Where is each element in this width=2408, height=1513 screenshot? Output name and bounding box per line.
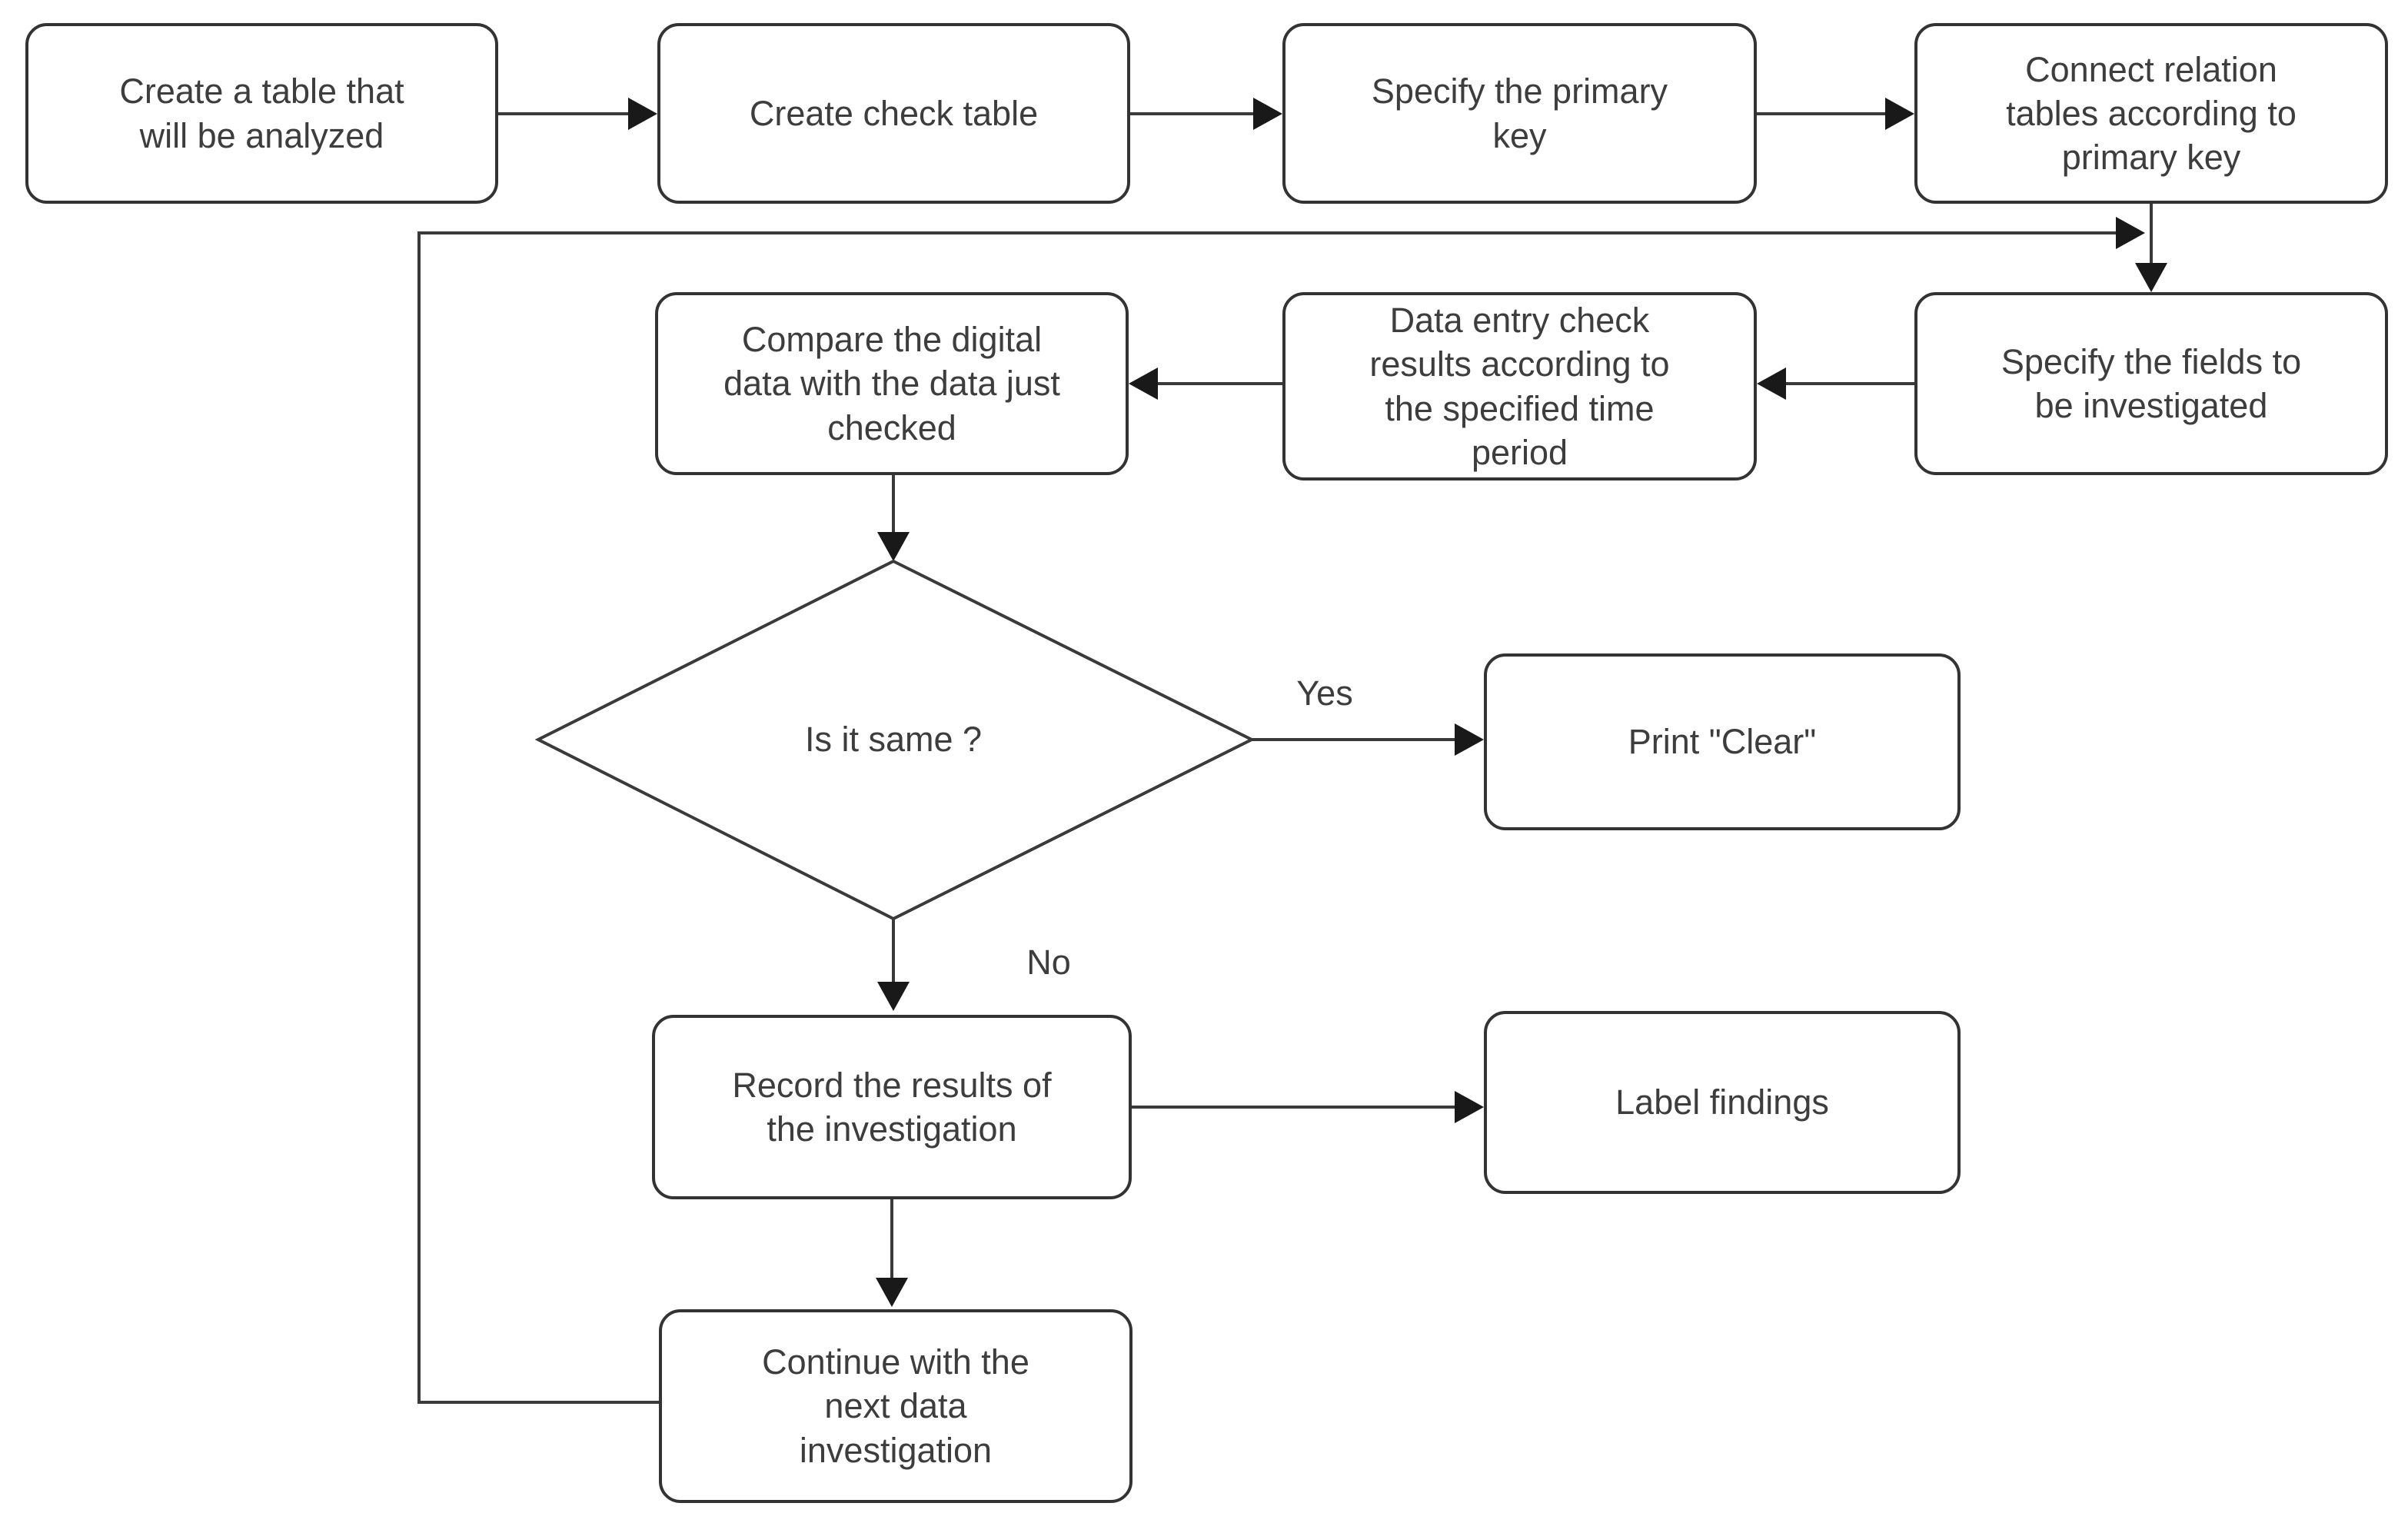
node-specify-primary-key-label: Specify the primary key: [1371, 71, 1668, 155]
edge-loop-back: [417, 231, 2118, 1404]
node-create-check-table: Create check table: [657, 23, 1130, 204]
node-label-findings: Label findings: [1484, 1011, 1961, 1194]
arrowhead-no-to-record: [877, 982, 910, 1011]
arrowhead-create-to-check: [628, 98, 657, 130]
arrowhead-check-to-primary: [1253, 98, 1282, 130]
node-continue-next-investigation-label: Continue with the next data investigatio…: [762, 1342, 1029, 1470]
arrowhead-record-to-continue: [876, 1278, 908, 1307]
node-compare-digital-data-label: Compare the digital data with the data j…: [723, 320, 1060, 447]
arrowhead-record-to-label: [1455, 1091, 1484, 1123]
node-connect-relation-tables: Connect relation tables according to pri…: [1914, 23, 2388, 204]
node-data-entry-check: Data entry check results according to th…: [1282, 292, 1757, 481]
arrowhead-primary-to-connect: [1885, 98, 1914, 130]
arrowhead-yes-to-print: [1455, 723, 1484, 756]
label-no: No: [995, 939, 1103, 986]
node-connect-relation-tables-label: Connect relation tables according to pri…: [2006, 49, 2297, 178]
node-compare-digital-data: Compare the digital data with the data j…: [655, 292, 1129, 475]
decision-is-it-same: Is it same ?: [663, 713, 1124, 766]
node-record-results-label: Record the results of the investigation: [732, 1065, 1052, 1149]
node-label-findings-label: Label findings: [1615, 1082, 1829, 1122]
node-specify-fields: Specify the fields to be investigated: [1914, 292, 2388, 475]
label-no-text: No: [1026, 943, 1071, 983]
arrowhead-loop-back: [2116, 217, 2145, 249]
node-data-entry-check-label: Data entry check results according to th…: [1369, 301, 1670, 472]
node-create-check-table-label: Create check table: [749, 93, 1039, 133]
arrowhead-compare-to-decision: [877, 532, 910, 561]
label-yes-text: Yes: [1296, 673, 1353, 713]
arrowhead-connect-to-fields: [2135, 263, 2167, 292]
node-print-clear: Print "Clear": [1484, 653, 1961, 830]
arrowhead-dataentry-to-compare: [1129, 367, 1158, 400]
arrowhead-fields-to-dataentry: [1757, 367, 1786, 400]
node-print-clear-label: Print "Clear": [1628, 722, 1817, 762]
label-yes: Yes: [1267, 670, 1382, 717]
decision-is-it-same-label: Is it same ?: [804, 720, 983, 760]
node-record-results: Record the results of the investigation: [652, 1015, 1132, 1199]
node-continue-next-investigation: Continue with the next data investigatio…: [659, 1309, 1132, 1503]
node-create-table-label: Create a table that will be analyzed: [119, 71, 404, 155]
node-specify-fields-label: Specify the fields to be investigated: [2001, 341, 2302, 425]
node-specify-primary-key: Specify the primary key: [1282, 23, 1757, 204]
node-create-table: Create a table that will be analyzed: [25, 23, 498, 204]
